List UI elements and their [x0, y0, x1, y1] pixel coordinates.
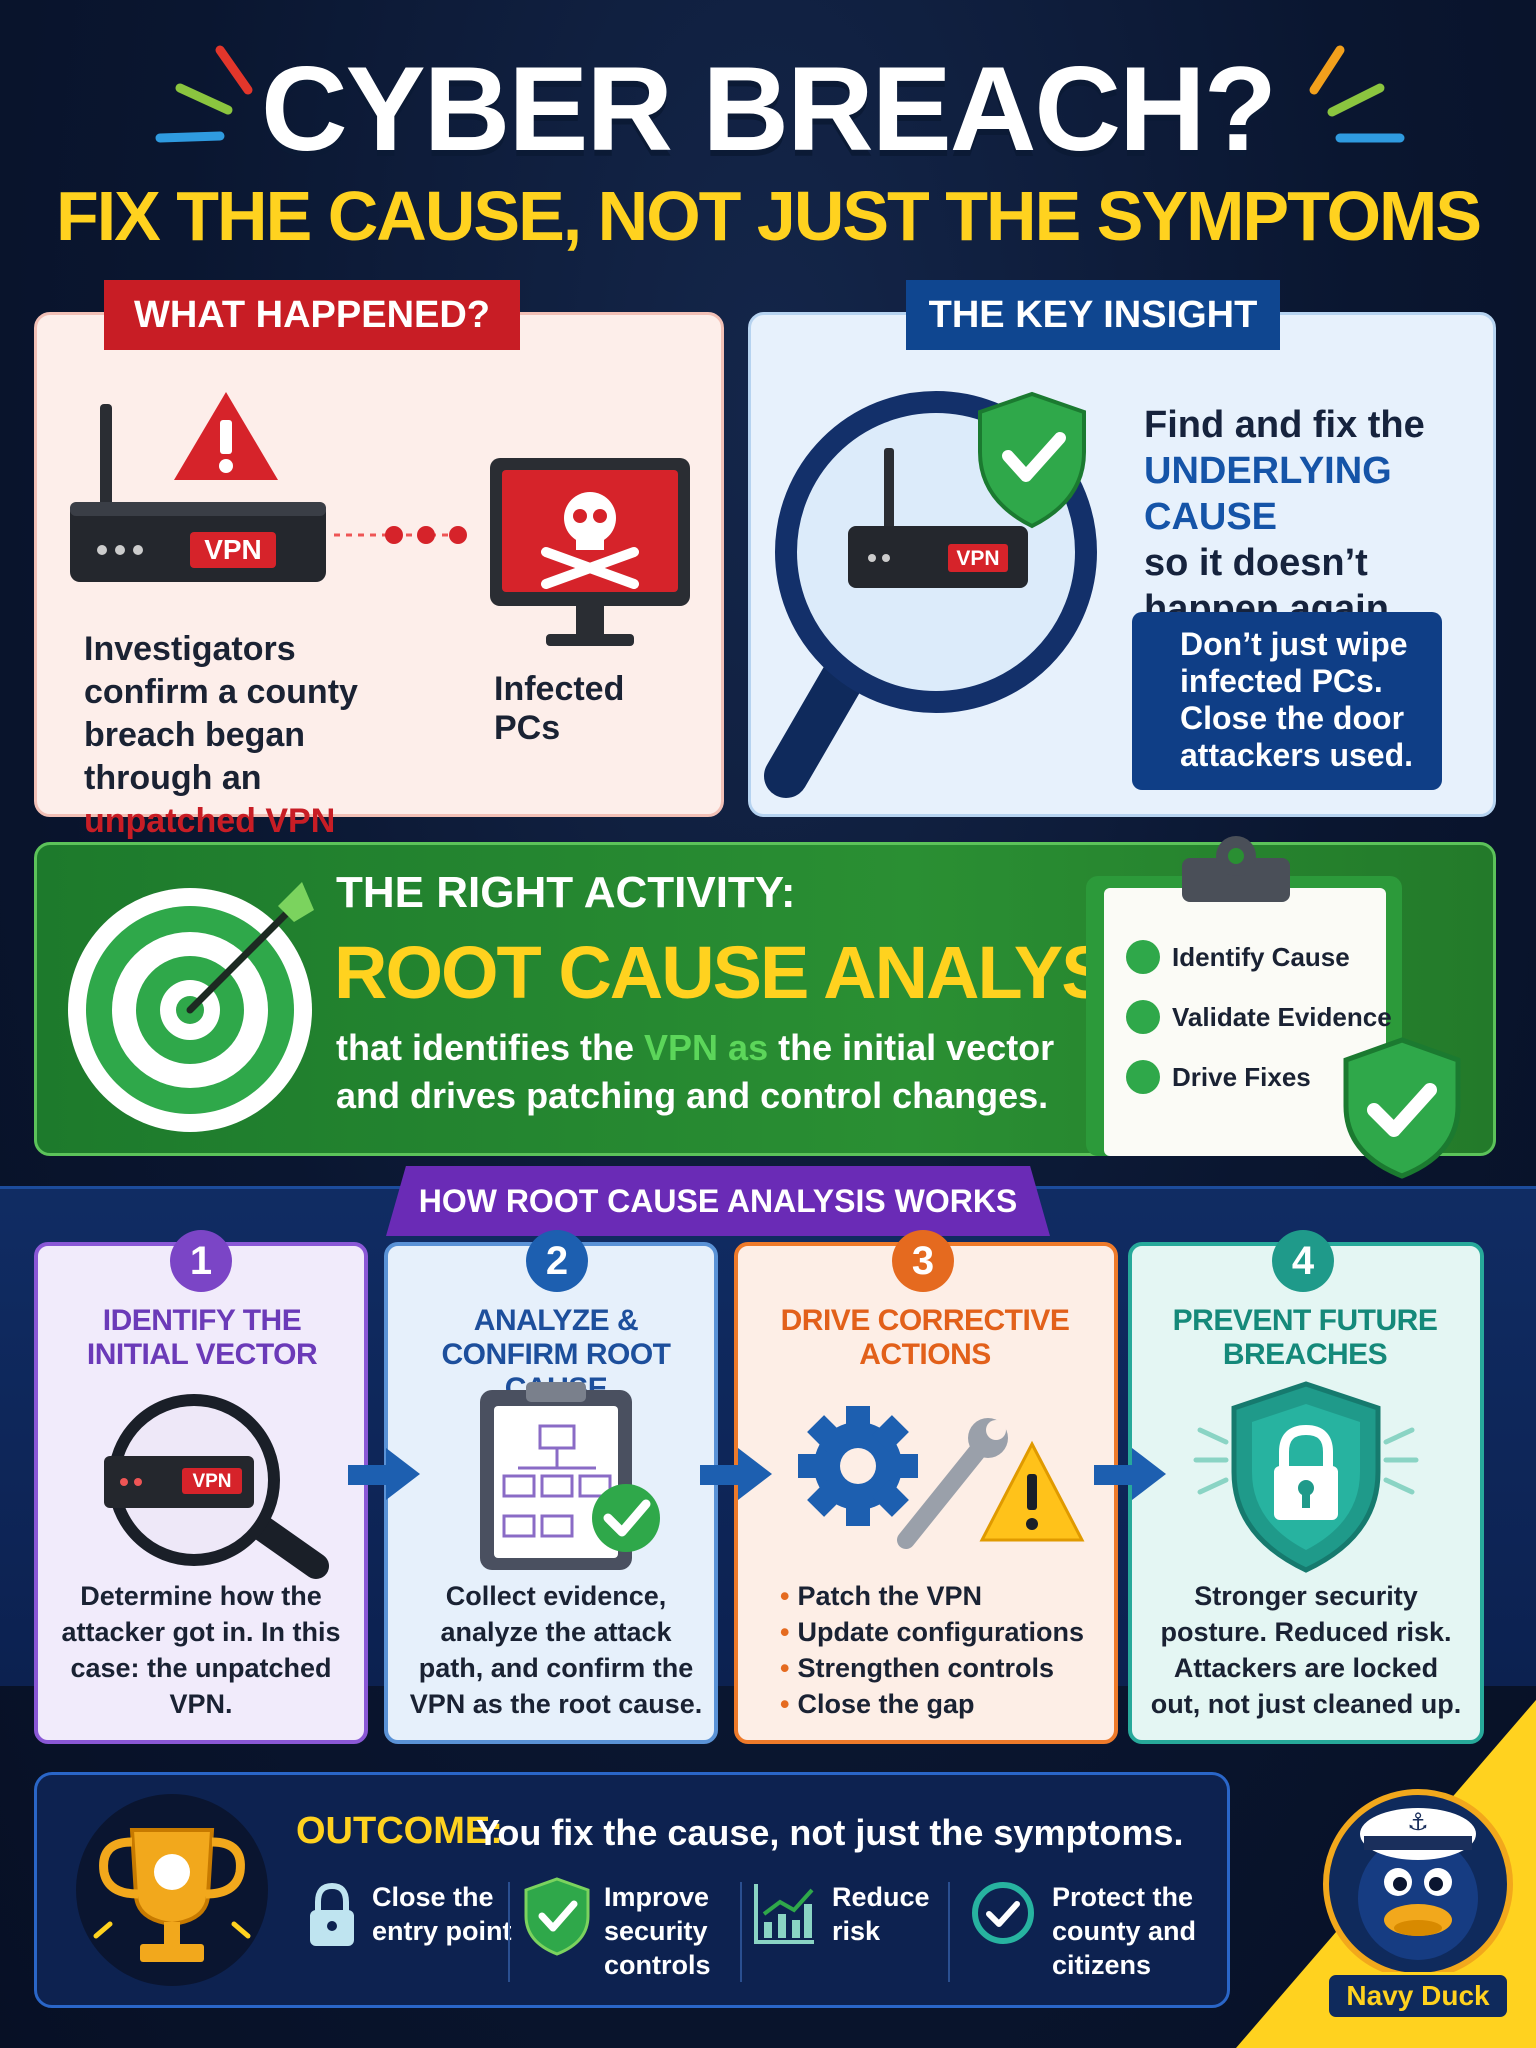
step-title: ANALYZE & CONFIRM ROOT CAUSE: [441, 1304, 671, 1405]
shield-check-icon: [524, 1877, 590, 1956]
padlock-icon: [310, 1882, 354, 1946]
clipboard-flowchart-icon: [480, 1382, 660, 1570]
outcome-label: OUTCOME:: [296, 1810, 503, 1852]
bullet-item: Update configurations: [780, 1614, 1100, 1650]
infected-pcs-label: Infected PCs: [494, 670, 625, 747]
check-icon: [1126, 1060, 1160, 1094]
target-icon: [68, 882, 314, 1132]
shield-check-icon: [1343, 1037, 1461, 1179]
check-icon: [1126, 1000, 1160, 1034]
connection-dots-icon: [334, 526, 467, 544]
key-insight-tag: THE KEY INSIGHT: [906, 280, 1280, 350]
step-number: 4: [1272, 1230, 1334, 1292]
rca-title: ROOT CAUSE ANALYSIS: [334, 931, 1177, 1014]
page-title: CYBER BREACH?: [260, 42, 1277, 176]
sparks-left-icon: [155, 45, 253, 143]
clipboard-clip-icon: [1182, 836, 1290, 902]
navy-duck-mascot: ⚓: [1323, 1789, 1513, 1979]
sparks-right-icon: [1309, 45, 1405, 143]
checklist-item: Drive Fixes: [1126, 1060, 1311, 1094]
step-title: DRIVE CORRECTIVE ACTIONS: [780, 1304, 1070, 1371]
outcome-item: Improve security controls: [604, 1882, 711, 1980]
outcome-text: You fix the cause, not just the symptoms…: [476, 1812, 1184, 1853]
outcome-item: Protect the county and citizens: [1052, 1882, 1197, 1980]
step-description: Collect evidence, analyze the attack pat…: [409, 1581, 703, 1719]
divider: [740, 1882, 742, 1982]
how-it-works-tag: HOW ROOT CAUSE ANALYSIS WORKS: [386, 1166, 1050, 1236]
step-number: 2: [526, 1230, 588, 1292]
mascot-label: Navy Duck: [1326, 1972, 1510, 2020]
what-happened-tag: WHAT HAPPENED?: [104, 280, 520, 350]
divider: [948, 1882, 950, 1982]
arrow-right-icon: [1132, 1448, 1166, 1500]
vpn-router-icon: VPN: [70, 392, 326, 582]
step-title: PREVENT FUTURE BREACHES: [1172, 1304, 1438, 1371]
bullet-item: Patch the VPN: [780, 1578, 1100, 1614]
lock-shield-icon: [1193, 1381, 1419, 1573]
outcome-item: Close the entry point: [372, 1882, 512, 1946]
key-insight-callout: Don’t just wipe infected PCs. Close the …: [1132, 612, 1442, 790]
arrow-right-icon: [738, 1448, 772, 1500]
bullet-item: Strengthen controls: [780, 1650, 1100, 1686]
arrow-right-icon: [348, 1465, 388, 1485]
magnifier-vpn-icon: VPN: [104, 1394, 329, 1579]
infected-pc-icon: [490, 458, 690, 646]
magnifier-icon: VPN: [764, 391, 1097, 798]
vpn-label: VPN: [204, 534, 262, 565]
vpn-label: VPN: [956, 547, 999, 570]
checklist-item: Validate Evidence: [1126, 1000, 1392, 1034]
check-icon: [1126, 940, 1160, 974]
chart-up-icon: [754, 1884, 814, 1944]
key-insight-text: Find and fix the UNDERLYING CAUSE so it …: [1144, 404, 1425, 630]
step-number: 1: [170, 1230, 232, 1292]
svg-text:⚓: ⚓: [1407, 1808, 1429, 1836]
arrow-right-icon: [386, 1448, 420, 1500]
step-description: Stronger security posture. Reduced risk.…: [1150, 1581, 1462, 1719]
rca-kicker: THE RIGHT ACTIVITY:: [336, 868, 796, 917]
rca-description: that identifies the VPN as the initial v…: [336, 1027, 1055, 1116]
step-number: 3: [892, 1230, 954, 1292]
arrow-right-icon: [700, 1465, 740, 1485]
trophy-icon: [76, 1794, 268, 1986]
vpn-label: VPN: [192, 1471, 231, 1492]
check-circle-icon: [972, 1882, 1034, 1944]
step-description: Determine how the attacker got in. In th…: [61, 1581, 341, 1719]
divider: [508, 1882, 510, 1982]
arrow-right-icon: [1094, 1465, 1134, 1485]
checklist-item: Identify Cause: [1126, 940, 1350, 974]
bullet-item: Close the gap: [780, 1686, 1100, 1722]
gear-wrench-warning-icon: [798, 1406, 1085, 1549]
page-subtitle: FIX THE CAUSE, NOT JUST THE SYMPTOMS: [55, 177, 1482, 255]
step-title: IDENTIFY THE INITIAL VECTOR: [86, 1304, 318, 1371]
step-bullets: Patch the VPN Update configurations Stre…: [780, 1578, 1100, 1722]
outcome-item: Reduce risk: [832, 1882, 930, 1946]
